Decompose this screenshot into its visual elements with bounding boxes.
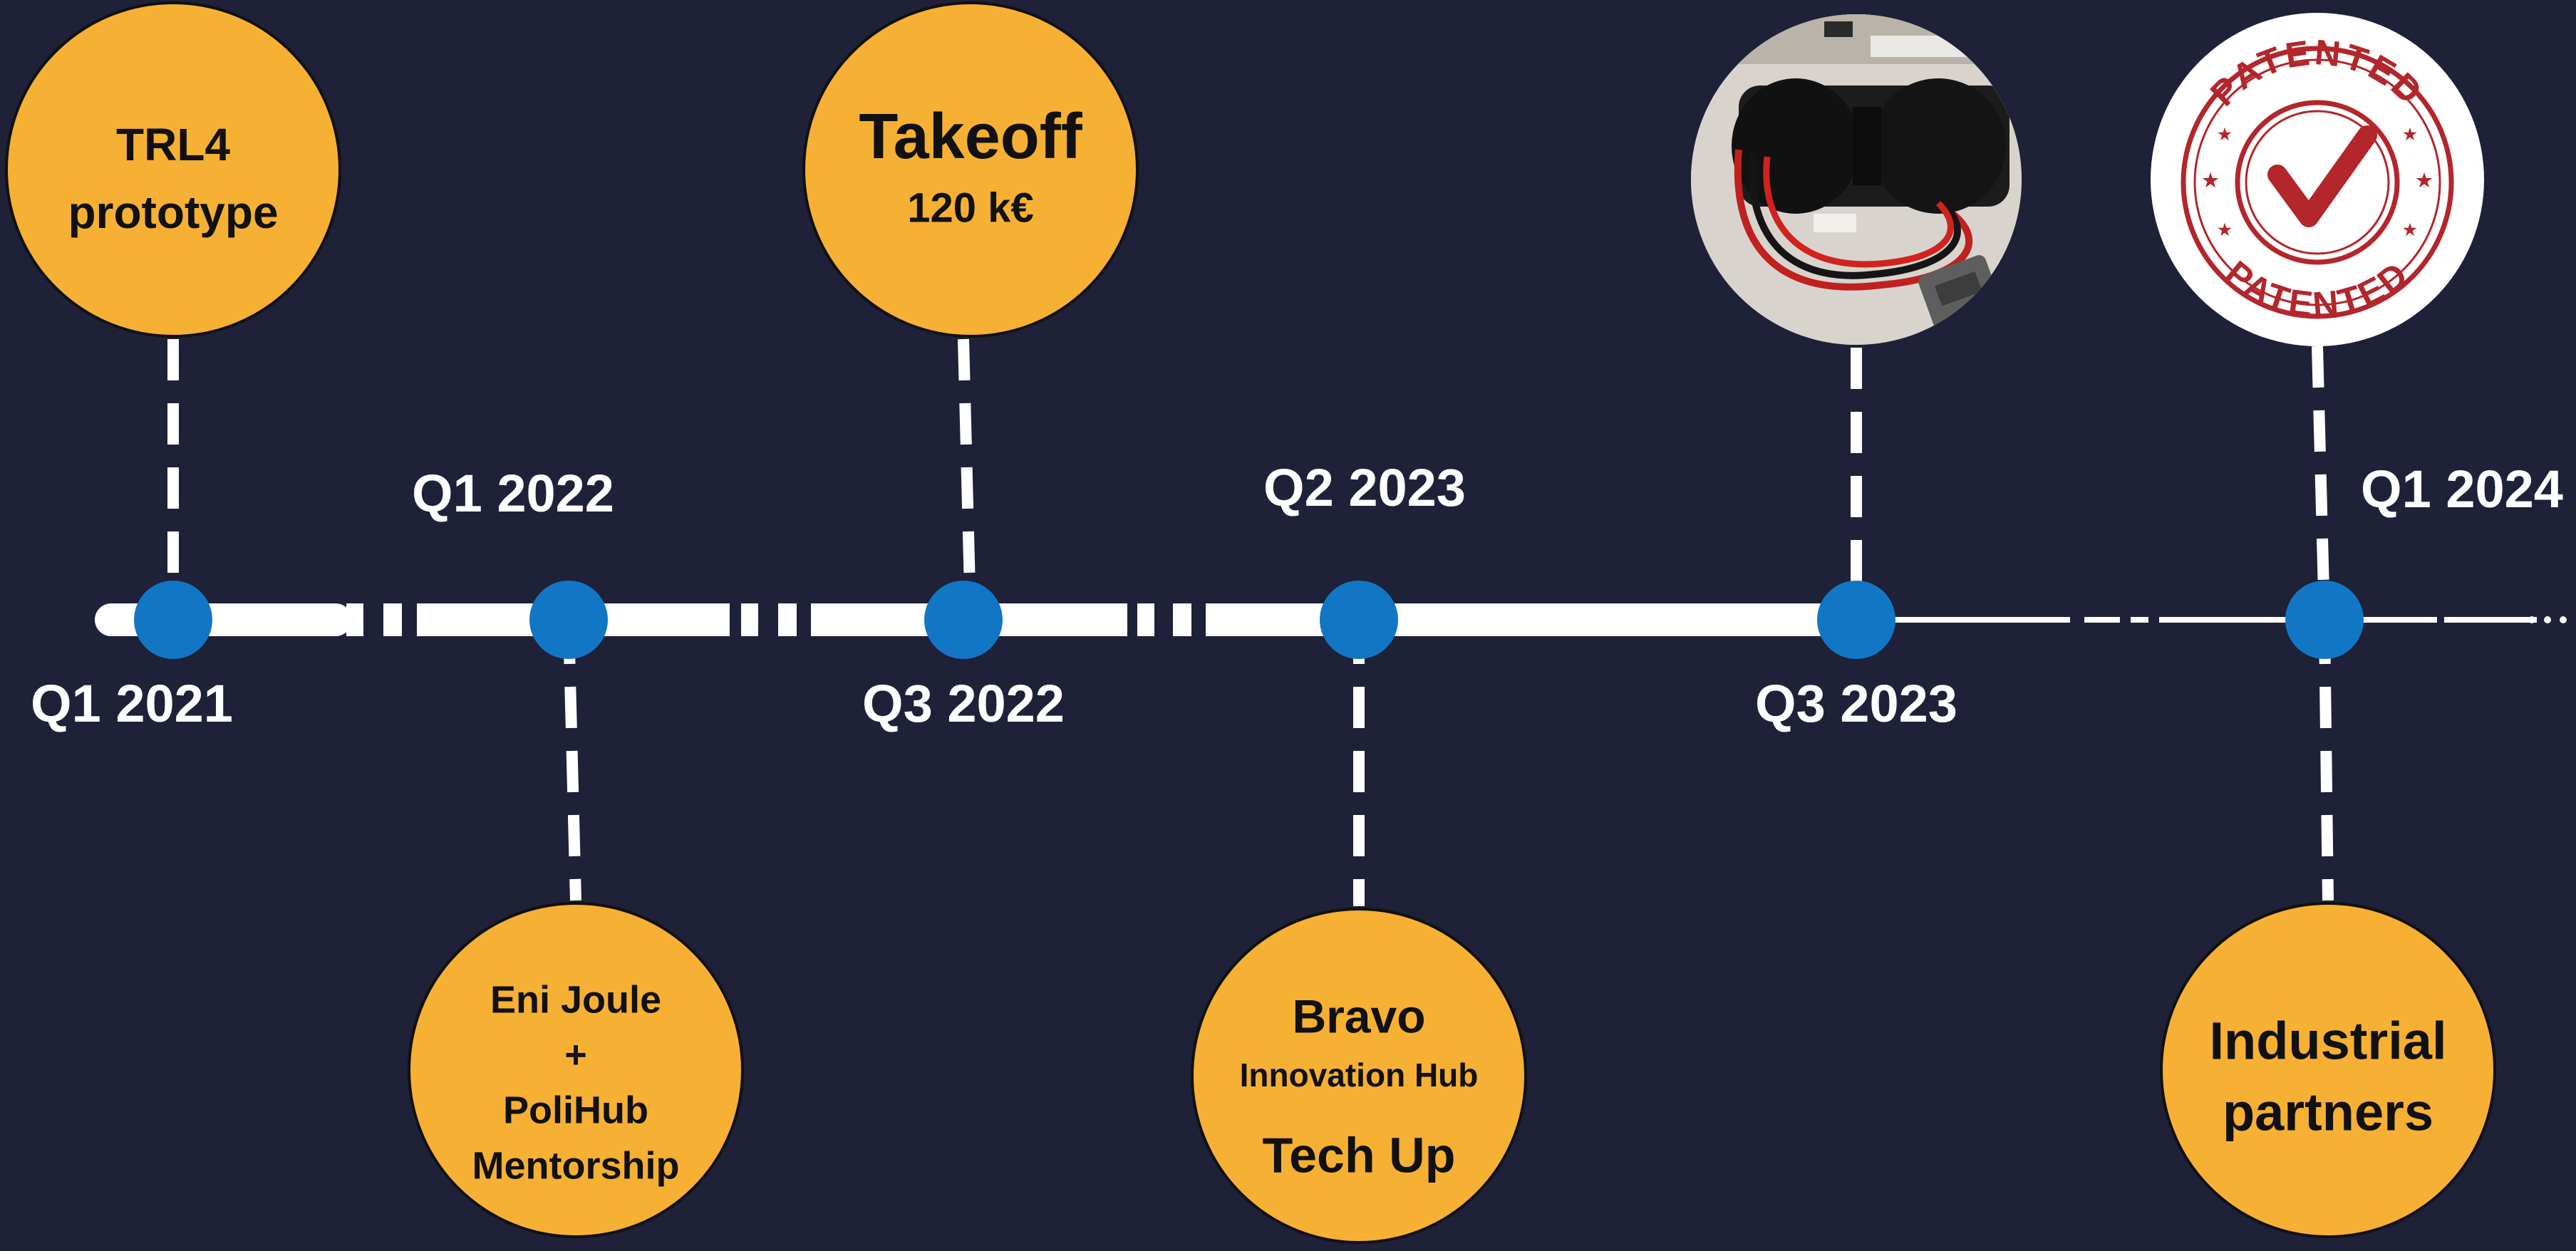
milestone-text: Tech Up: [1263, 1127, 1456, 1183]
date-labels: Q1 2021 Q1 2022 Q3 2022 Q2 2023 Q3 2023 Q1 20…: [31, 458, 2563, 733]
connector-1: [563, 622, 581, 901]
connector-5: [2319, 622, 2334, 901]
date-label: Q1 2021: [31, 674, 233, 733]
timeline-node-0: [134, 581, 212, 659]
date-label: Q3 2022: [862, 674, 1065, 733]
milestone-text: Takeoff: [859, 101, 1082, 172]
connector-top-5: [2312, 346, 2330, 621]
milestone-text: Industrial: [2209, 1012, 2446, 1071]
milestone-text: TRL4: [116, 119, 230, 170]
milestone-text: 120 k€: [907, 185, 1033, 231]
date-label: Q1 2024: [2361, 460, 2563, 519]
timeline-node-4: [1817, 581, 1895, 659]
timeline-node-1: [529, 581, 608, 659]
milestone-text: Bravo: [1292, 990, 1425, 1042]
milestone-bubble-0: TRL4 prototype: [5, 1, 341, 338]
timeline-node-2: [924, 581, 1003, 659]
svg-text:★: ★: [2218, 221, 2232, 239]
connector-2: [958, 338, 976, 618]
prototype-device-photo: [1688, 11, 2024, 348]
svg-text:★: ★: [2218, 125, 2232, 143]
date-label: Q3 2023: [1755, 674, 1957, 733]
date-label: Q1 2022: [412, 464, 614, 523]
milestone-text: Eni Joule: [490, 978, 661, 1021]
svg-text:★: ★: [2416, 170, 2433, 191]
milestone-text: PoliHub: [503, 1089, 648, 1131]
milestone-text: Innovation Hub: [1240, 1057, 1479, 1094]
milestone-text: Mentorship: [472, 1144, 680, 1187]
milestone-text: partners: [2223, 1083, 2433, 1142]
milestone-text: prototype: [68, 187, 278, 238]
patented-stamp-icon: PATENTED PATENTED ★ ★ ★ ★ ★ ★: [2151, 13, 2484, 346]
timeline-nodes: [134, 581, 2364, 659]
milestone-bubble-2: Takeoff 120 k€: [802, 1, 1139, 338]
connectors: [167, 338, 2334, 906]
svg-text:★: ★: [2202, 170, 2219, 191]
svg-text:★: ★: [2403, 125, 2417, 143]
milestone-text: +: [564, 1033, 587, 1076]
date-label: Q2 2023: [1263, 458, 1466, 517]
milestone-bubble-5: Industrial partners: [2160, 902, 2496, 1238]
svg-text:★: ★: [2403, 221, 2417, 239]
timeline-node-5: [2285, 581, 2364, 659]
timeline-node-3: [1320, 581, 1398, 659]
